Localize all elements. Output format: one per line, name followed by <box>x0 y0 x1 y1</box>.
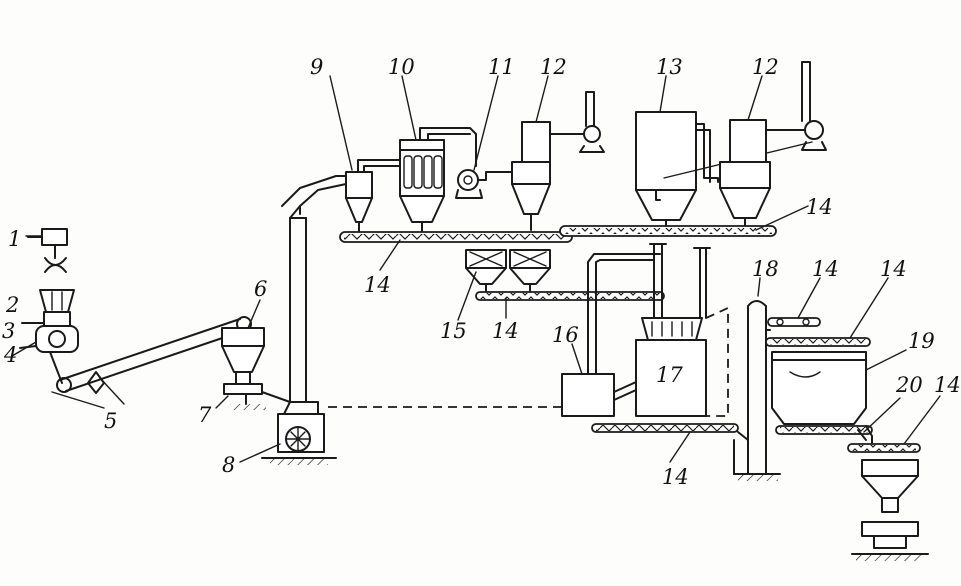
unit-12-left-cyclone <box>511 91 605 231</box>
unit-8-mill <box>261 401 337 465</box>
label-14-upper-left: 14 <box>364 273 391 297</box>
label-18: 18 <box>752 257 779 281</box>
label-19: 19 <box>908 329 935 353</box>
unit-4-roller <box>19 325 79 353</box>
belt-conveyor-middle <box>475 291 665 301</box>
unit-2-hopper <box>39 289 75 313</box>
unit-19-drum <box>771 351 867 425</box>
unit-1-motor <box>27 228 68 273</box>
belt-conveyor-upper-right <box>559 225 777 237</box>
label-11: 11 <box>488 55 515 79</box>
feed-pipes <box>587 243 711 381</box>
label-4: 4 <box>3 343 17 367</box>
label-14-middle: 14 <box>492 319 519 343</box>
unit-20-chute <box>857 425 873 445</box>
belt-conveyor-top-right-a <box>767 317 821 327</box>
belt-conveyor-under-drum <box>775 425 873 435</box>
label-12-right: 12 <box>752 55 779 79</box>
belt-conveyor-final <box>847 443 921 453</box>
unit-12-right-cyclone <box>719 61 827 233</box>
unit-3-crusher <box>21 311 71 327</box>
label-14-final: 14 <box>934 373 961 397</box>
unit-11-fan <box>455 169 515 199</box>
label-8: 8 <box>222 453 235 477</box>
belt-conveyor-top-right-b <box>765 337 871 347</box>
leader-lines <box>11 75 941 463</box>
label-7: 7 <box>198 403 212 427</box>
unit-6-bunker <box>221 327 265 385</box>
unit-17-mixer <box>613 306 729 417</box>
label-17: 17 <box>656 363 683 387</box>
label-20: 20 <box>895 373 923 397</box>
label-13: 13 <box>656 55 683 79</box>
label-14-upper-right: 14 <box>806 195 833 219</box>
label-14-lower: 14 <box>662 465 689 489</box>
unit-9-cyclone <box>345 159 401 233</box>
unit-13-silo <box>635 111 813 233</box>
unit-18-elevator <box>733 300 781 481</box>
label-2: 2 <box>5 293 19 317</box>
label-1: 1 <box>8 227 21 251</box>
unit-10-bag-filter <box>399 127 477 233</box>
label-3: 3 <box>2 319 15 343</box>
unit-5-inclined-conveyor <box>49 316 252 409</box>
label-6: 6 <box>254 277 267 301</box>
label-16: 16 <box>552 323 579 347</box>
unit-7-feeder <box>223 383 291 410</box>
final-hopper <box>861 459 919 513</box>
belt-conveyor-upper-left <box>339 231 573 243</box>
belt-conveyor-lower <box>591 423 739 433</box>
unit-15-twin-hoppers <box>465 249 551 293</box>
label-15: 15 <box>440 319 467 343</box>
label-9: 9 <box>310 55 323 79</box>
label-10: 10 <box>388 55 415 79</box>
label-12-left: 12 <box>540 55 567 79</box>
label-14-right-a: 14 <box>812 257 839 281</box>
final-press <box>851 521 929 561</box>
pneumatic-riser <box>281 175 347 403</box>
unit-16-box <box>561 373 615 417</box>
label-5: 5 <box>104 409 117 433</box>
labels: 1 2 3 4 5 6 7 8 9 10 11 12 13 12 14 14 1… <box>2 55 961 489</box>
label-14-right-b: 14 <box>880 257 907 281</box>
